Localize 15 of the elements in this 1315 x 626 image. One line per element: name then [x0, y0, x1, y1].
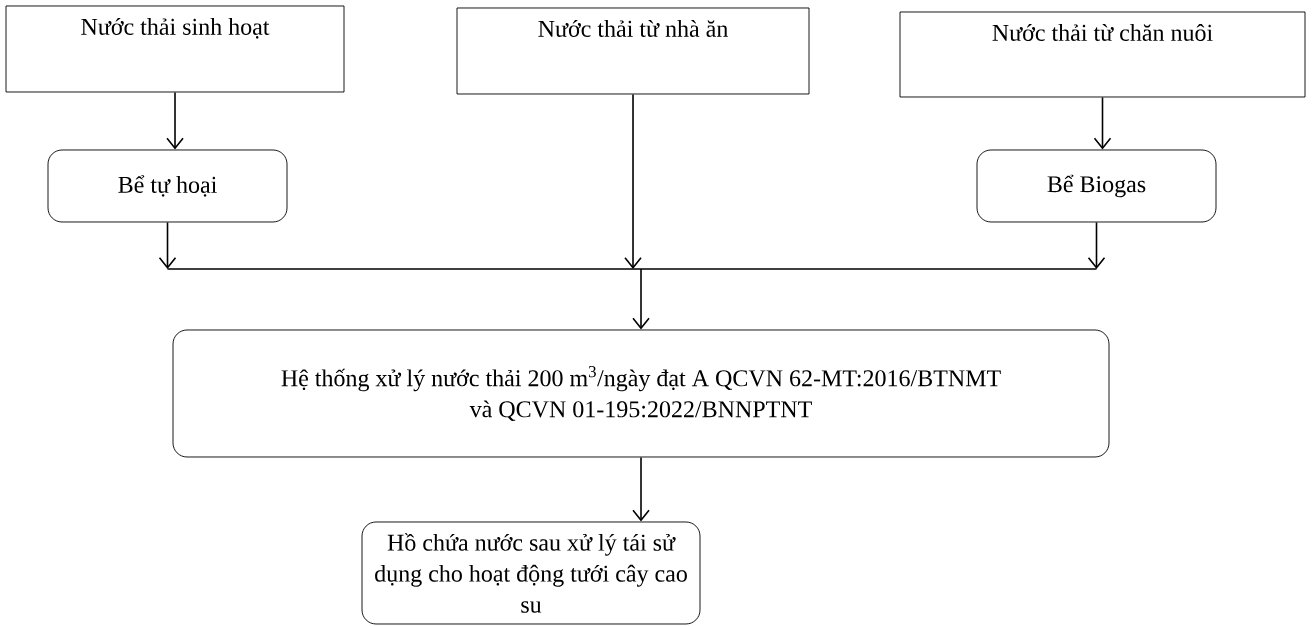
rounded-box: Bể tự hoại: [47, 149, 288, 223]
arrow: [1093, 96, 1112, 150]
arrow: [632, 456, 650, 522]
arrow: [158, 221, 177, 269]
rounded-box: Bể Biogas: [976, 149, 1217, 223]
connector-line: [166, 268, 1098, 270]
arrow: [166, 91, 184, 150]
rounded-box: Hệ thống xử lý nước thải 200 m$^{3}$/ngày đạt A QCVN 62-MT:2016/BTNMT và QCVN 01-195:2022/BNNPTNT: [172, 329, 1110, 458]
rounded-box: Hồ chứa nước sau xử lý tái sử dụng cho hoạt động tưới cây cao su: [361, 521, 701, 625]
process-box: Nước thải từ nhà ăn: [456, 7, 810, 95]
process-box: Nước thải từ chăn nuôi: [899, 11, 1306, 98]
arrow: [1087, 221, 1106, 269]
arrow: [624, 93, 642, 269]
arrow: [632, 268, 650, 330]
process-box: Nước thải sinh hoạt: [5, 5, 345, 93]
